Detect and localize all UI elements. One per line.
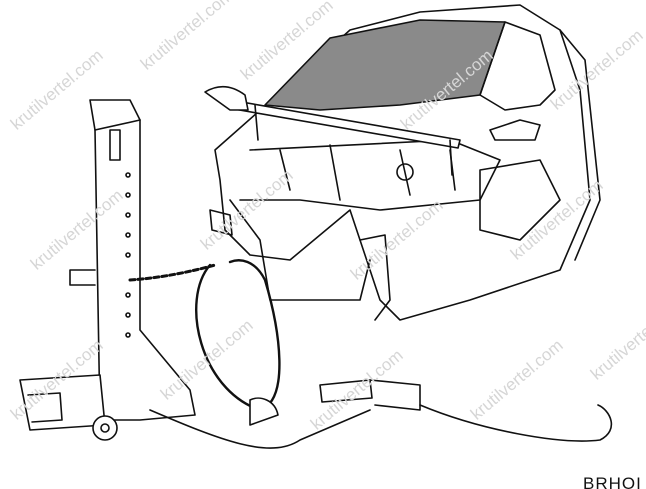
pull-chain: [128, 259, 371, 449]
support-bar: [204, 85, 541, 176]
figure-code-label: BRHOI: [583, 474, 642, 489]
hand-right-icon: [489, 119, 541, 141]
windshield-glass: [264, 19, 506, 111]
pulling-tower: [19, 99, 196, 441]
hydraulic-ram: [249, 379, 613, 442]
car-body-shell: [209, 4, 601, 321]
hand-left-icon: [204, 85, 249, 111]
tower-holes: [125, 172, 131, 338]
